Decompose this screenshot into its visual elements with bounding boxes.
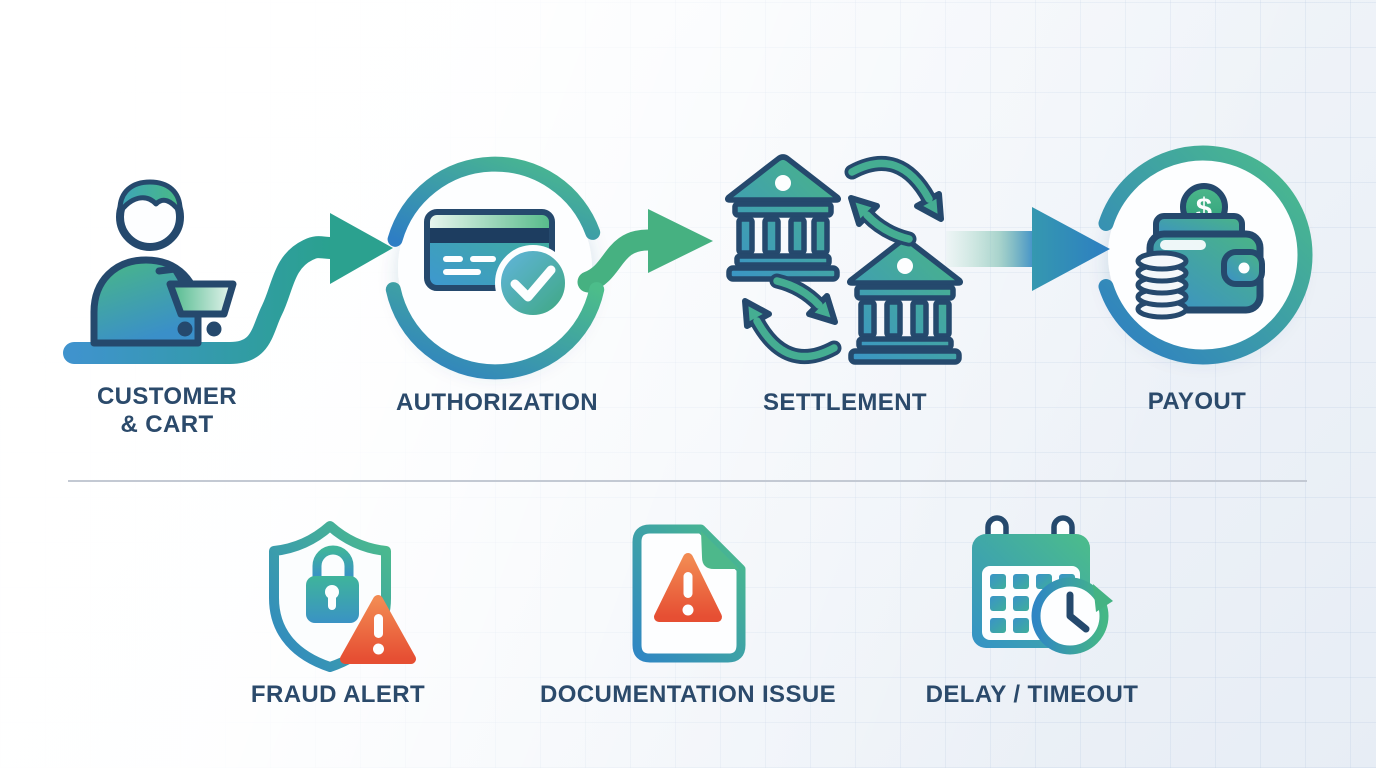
- bank-exchange-icon: [728, 157, 961, 362]
- check-icon: [495, 245, 571, 321]
- wallet-coins-icon: $: [1135, 183, 1265, 320]
- bank-icon: [728, 157, 839, 279]
- customer-cart-icon: [90, 179, 237, 347]
- folded-corner: [701, 531, 739, 569]
- stage-label-payout: PAYOUT: [1147, 388, 1247, 415]
- warning-triangle-icon: [654, 553, 722, 622]
- fading-arrow-right-icon: [946, 207, 1110, 291]
- shield-lock-warning-icon: [269, 521, 416, 672]
- stage-label-settlement: SETTLEMENT: [763, 389, 927, 416]
- clock-refresh-icon: [1031, 577, 1113, 655]
- authorization-ring: [385, 156, 605, 380]
- exchange-arrows-icon: [742, 156, 944, 364]
- issue-label-fraud-alert: FRAUD ALERT: [250, 681, 426, 708]
- lock-icon: [306, 545, 359, 623]
- arrow-right-icon: [577, 209, 713, 293]
- calendar-clock-icon: [972, 515, 1113, 655]
- credit-card-check-icon: [424, 209, 571, 321]
- coin-stack-icon: [1135, 250, 1189, 320]
- stage-label-customer-cart: CUSTOMER & CART: [96, 383, 238, 438]
- issue-label-delay-timeout: DELAY / TIMEOUT: [925, 681, 1139, 708]
- issue-label-documentation-issue: DOCUMENTATION ISSUE: [539, 681, 837, 708]
- bank-icon: [850, 240, 961, 362]
- curved-arrow-right-icon: [63, 213, 393, 364]
- warning-triangle-icon: [340, 595, 416, 664]
- stage-label-authorization: AUTHORIZATION: [395, 389, 599, 416]
- wallet-clasp: [1221, 249, 1265, 287]
- payout-ring: [1098, 145, 1313, 365]
- document-warning-icon: [632, 524, 746, 663]
- shopping-cart-icon: [155, 265, 237, 337]
